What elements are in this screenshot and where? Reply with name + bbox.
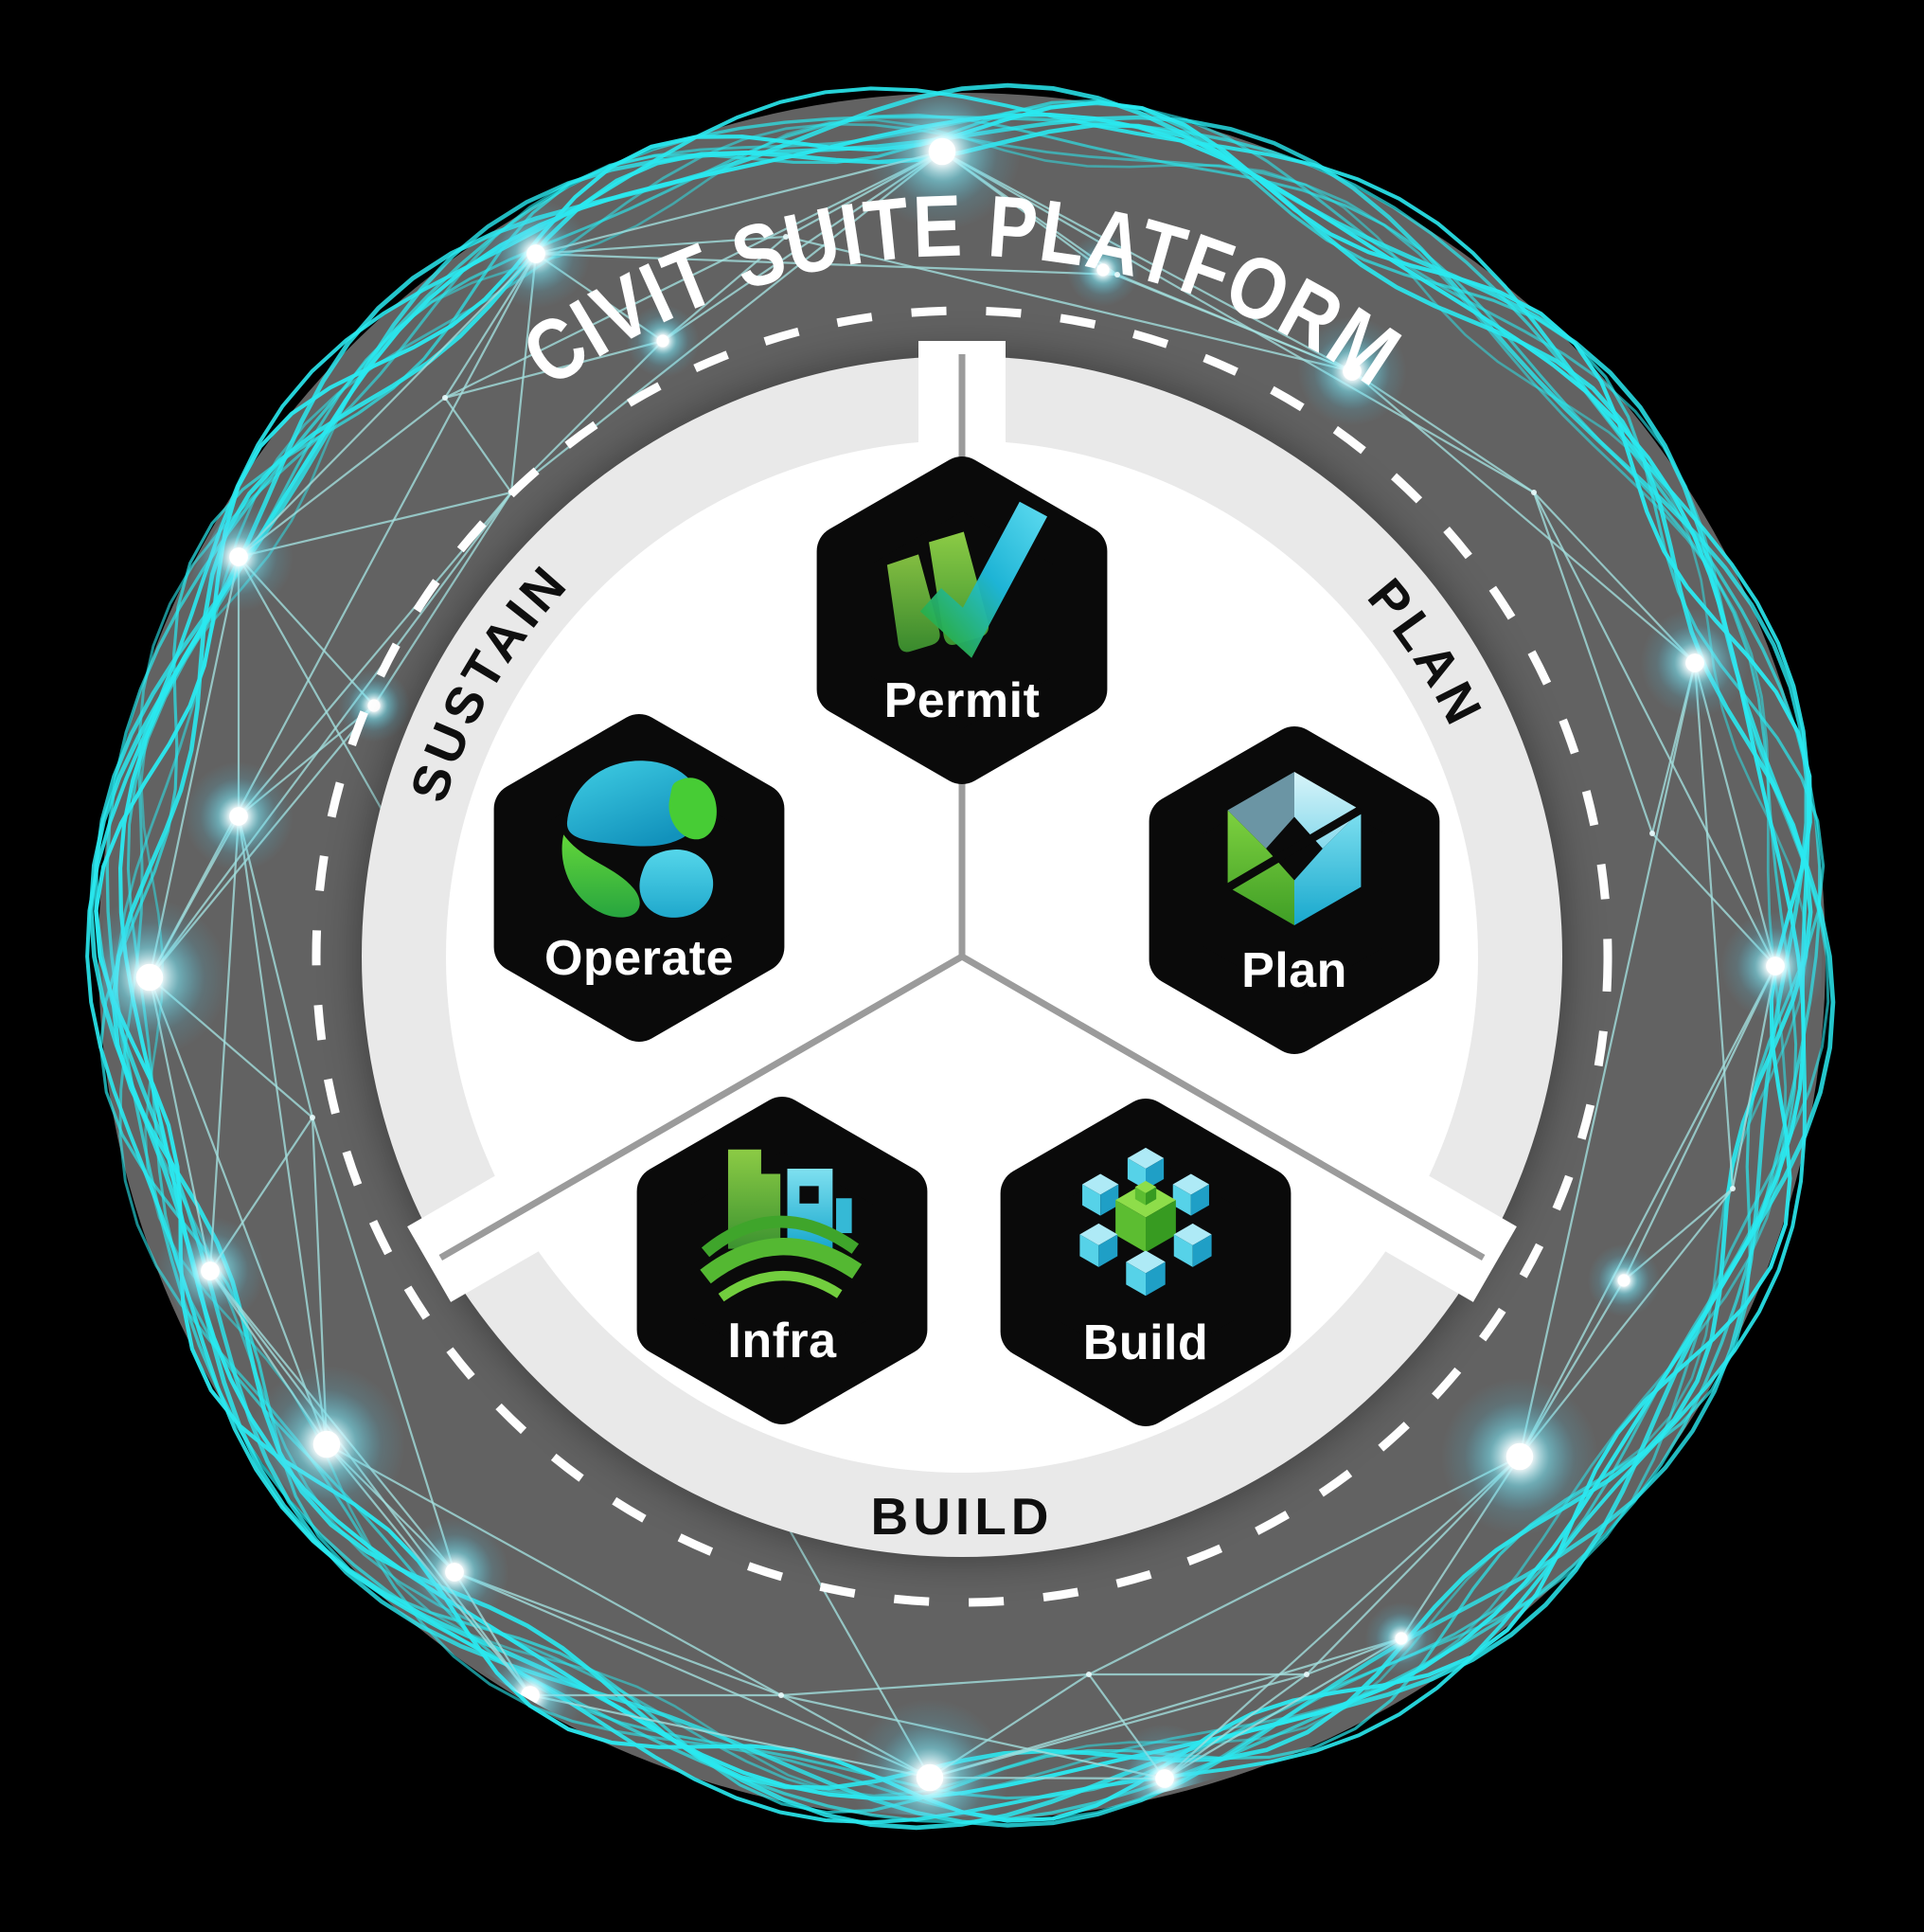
module-label: Operate	[544, 931, 734, 986]
module-label: Permit	[884, 673, 1041, 728]
module-label: Plan	[1241, 943, 1347, 998]
permit-check-icon	[886, 501, 1048, 658]
module-label: Infra	[727, 1314, 837, 1368]
sector-divider-right	[960, 953, 1486, 1261]
module-tile-infra[interactable]: Infra	[636, 1097, 928, 1424]
operate-sphere-icon	[561, 760, 717, 918]
module-tile-plan[interactable]: Plan	[1149, 726, 1440, 1054]
sector-divider-left	[438, 953, 964, 1261]
module-tile-build[interactable]: Build	[1000, 1099, 1292, 1426]
module-tile-permit[interactable]: Permit	[816, 456, 1108, 784]
build-cubes-icon	[1079, 1147, 1212, 1297]
plan-cube-icon	[1225, 772, 1363, 925]
phase-label-build: BUILD	[870, 1487, 1053, 1546]
network-mesh	[102, 97, 1822, 1816]
hex-shape	[636, 1097, 928, 1424]
infra-city-icon	[700, 1149, 863, 1302]
module-label: Build	[1083, 1315, 1208, 1370]
module-tile-operate[interactable]: Operate	[493, 714, 785, 1042]
dashed-circle	[312, 306, 1612, 1607]
